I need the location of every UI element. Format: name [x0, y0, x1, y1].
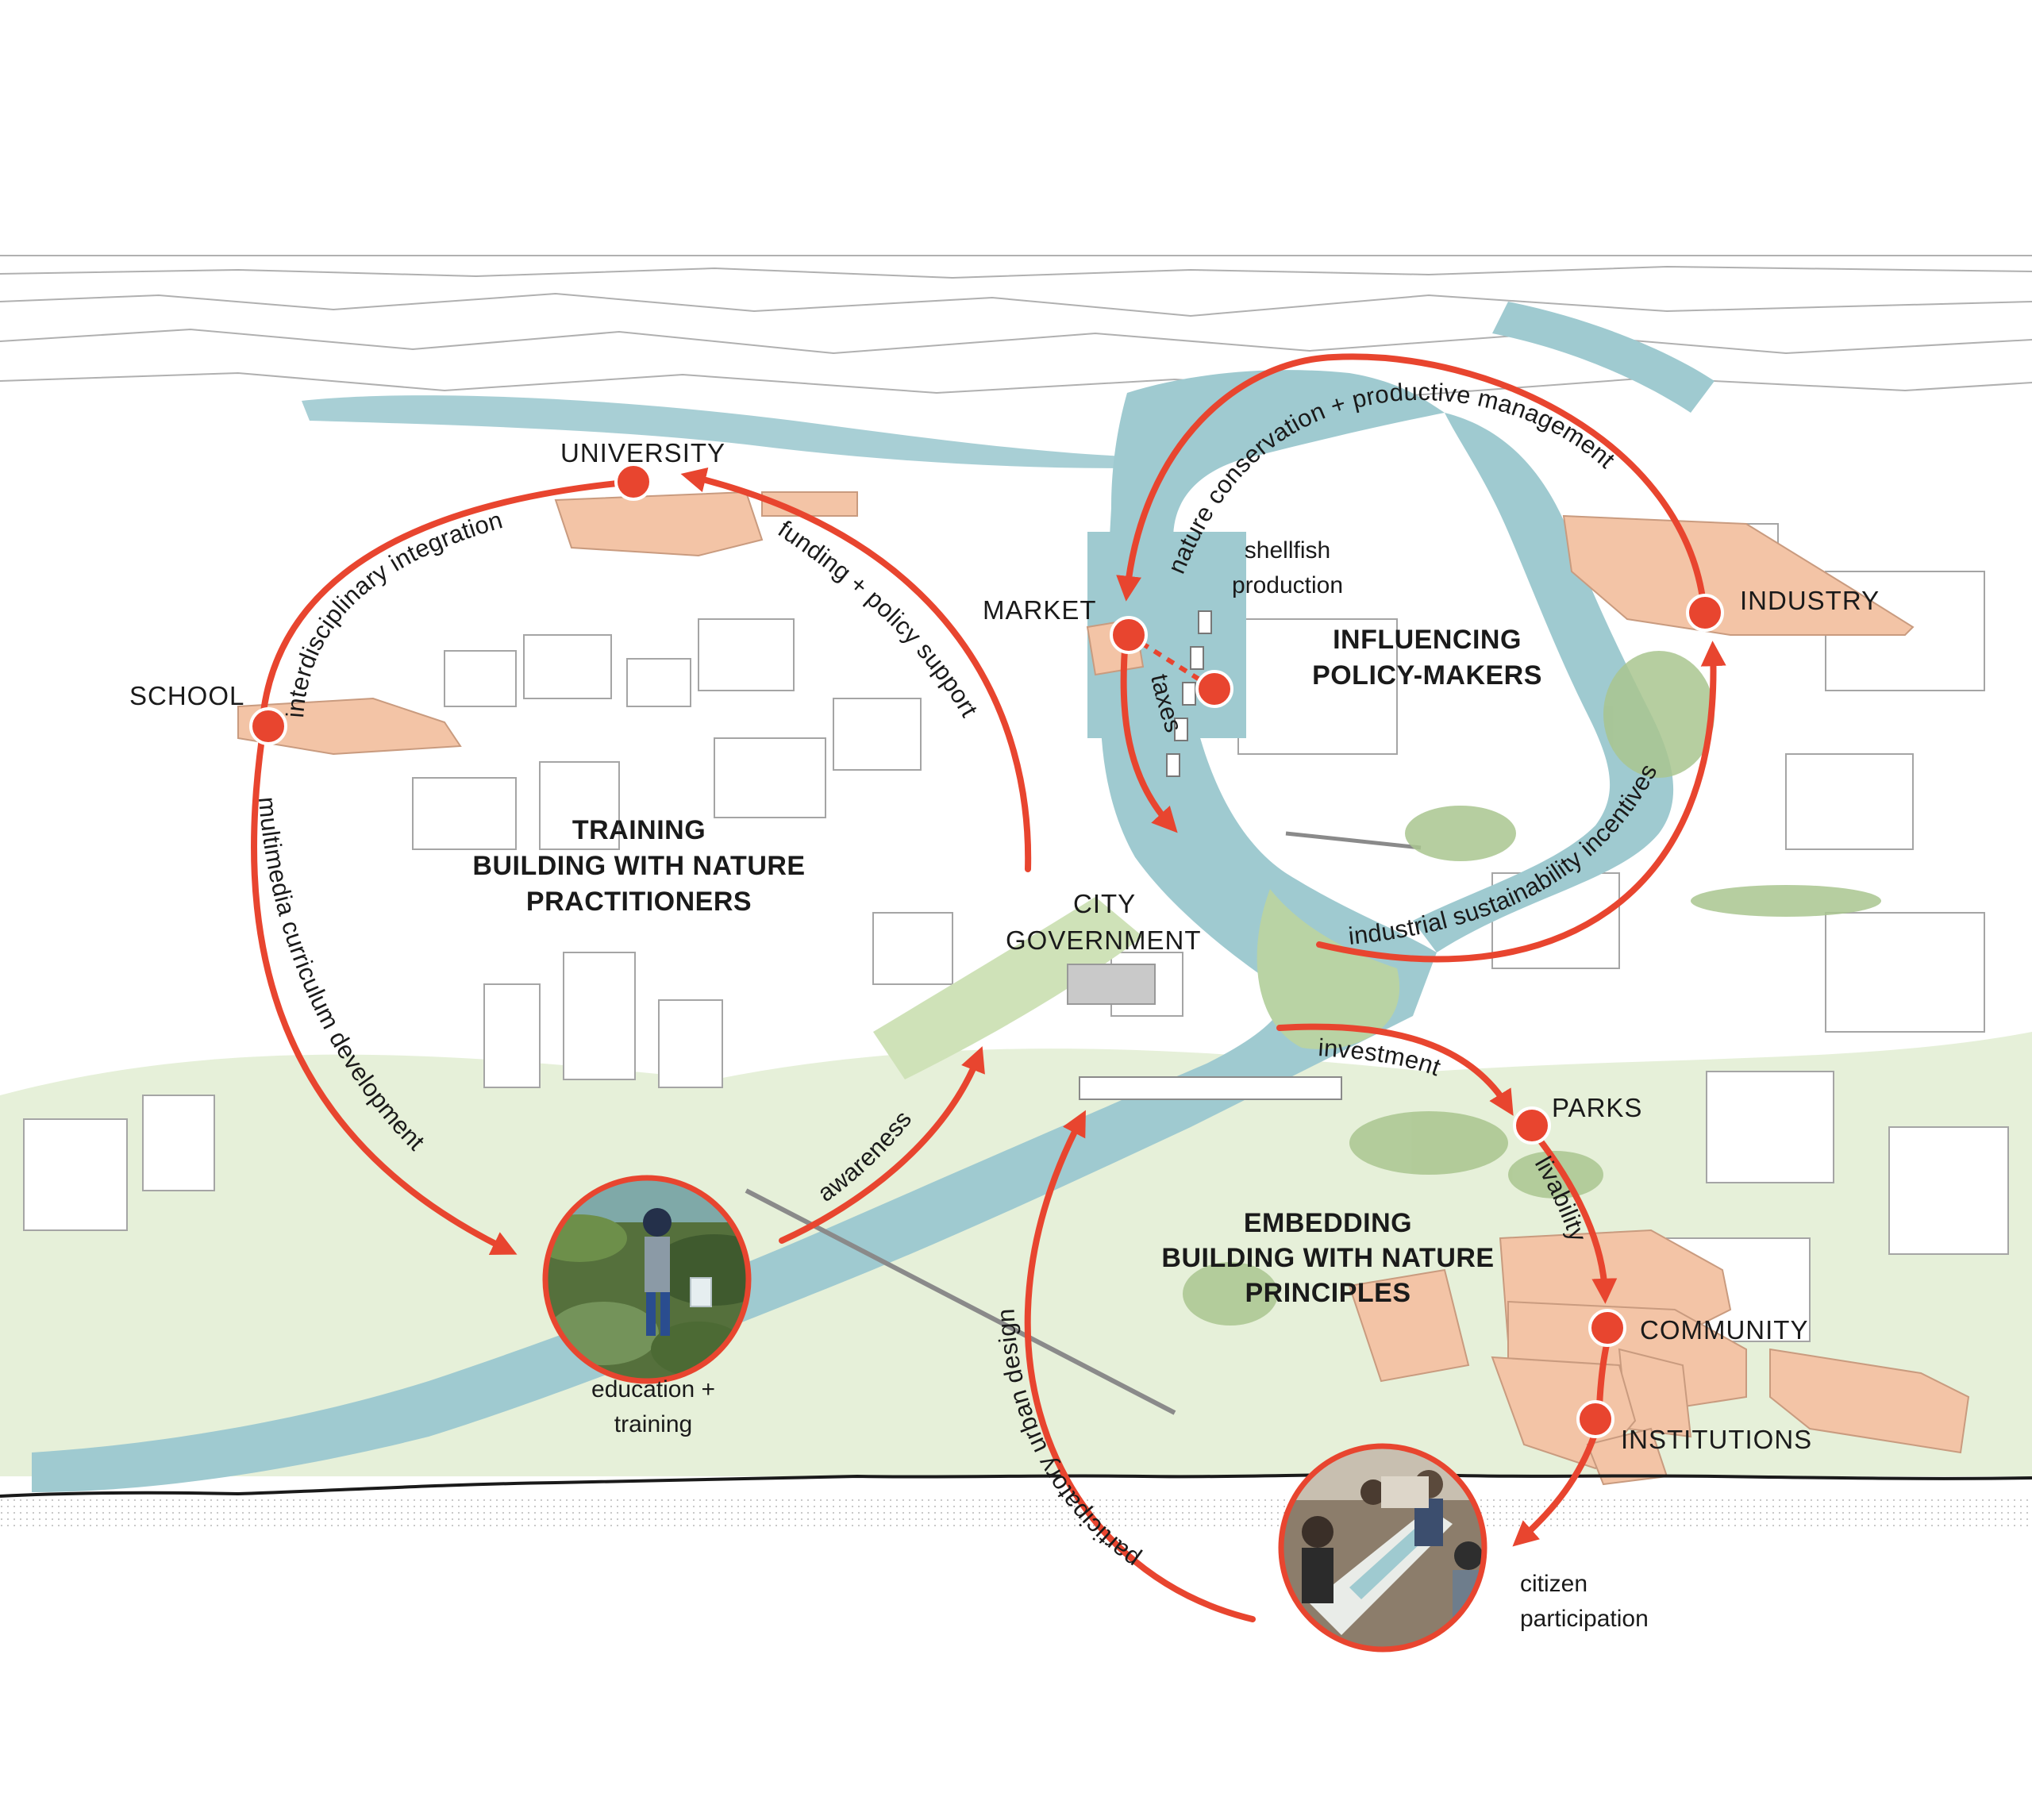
shellfish-node [1195, 670, 1233, 708]
market-label: MARKET [983, 595, 1097, 625]
city-label-line1: CITY [1073, 889, 1136, 918]
education-caption-line2: training [614, 1411, 692, 1437]
school-label: SCHOOL [129, 681, 244, 710]
education-caption-line1: education + [591, 1376, 715, 1403]
arc-funding [680, 467, 1032, 872]
industry-node [1686, 594, 1724, 632]
zone-training-line2: BUILDING WITH NATURE [472, 851, 805, 881]
school-buildings [237, 697, 462, 756]
arc-nature-conservation [1116, 353, 1707, 606]
zone-embedding-line3: PRINCIPLES [1245, 1278, 1410, 1308]
arc-industrial [1316, 641, 1726, 963]
riverbank-island [1257, 889, 1400, 1049]
city-label-line2: GOVERNMENT [1006, 925, 1202, 955]
community-buildings [1348, 1268, 1470, 1383]
node-dots [249, 463, 1724, 1438]
university-buildings [554, 491, 764, 557]
horizon-lines [0, 255, 2032, 397]
arc-institutions-citizen [1512, 1433, 1597, 1547]
arc-awareness [779, 1046, 985, 1244]
tributary-east [1492, 302, 1714, 413]
institutions-label: INSTITUTIONS [1621, 1425, 1812, 1454]
flow-arcs [251, 353, 1726, 1622]
riverbank-west [873, 897, 1143, 1079]
far-water [302, 395, 1127, 468]
river-east-branch [1413, 413, 1674, 952]
zone-embedding-line1: EMBEDDING [1244, 1208, 1412, 1238]
school-node [249, 707, 287, 745]
parks-label: PARKS [1552, 1093, 1642, 1122]
market-node [1110, 616, 1148, 654]
tree-clusters [1183, 651, 1881, 1326]
arc-multimedia [251, 735, 518, 1256]
citizen-participation-photo [1278, 1443, 1487, 1653]
zone-influencing-line1: INFLUENCING [1333, 625, 1522, 655]
university-node [614, 463, 652, 501]
zone-training-line3: PRACTITIONERS [526, 887, 752, 917]
arc-livability [1533, 1132, 1618, 1304]
arc-interdisciplinary [259, 479, 637, 729]
university-label: UNIVERSITY [560, 438, 725, 468]
institutions-node [1576, 1400, 1614, 1438]
flow-funding: funding + policy support [773, 515, 983, 722]
arc-participatory [1024, 1110, 1256, 1622]
arc-investment [1276, 1023, 1514, 1116]
zone-training-line1: TRAINING [572, 815, 706, 845]
citizen-caption-line2: participation [1520, 1606, 1649, 1632]
community-node [1588, 1309, 1626, 1347]
ground-section [0, 1472, 2032, 1498]
industry-label: INDUSTRY [1740, 586, 1880, 615]
education-photo [542, 1175, 752, 1384]
zone-embedding-line2: BUILDING WITH NATURE [1161, 1243, 1494, 1273]
bridges [745, 831, 1422, 1415]
soil-section [0, 1497, 2032, 1529]
shellfish-line1: shellfish [1245, 537, 1330, 564]
community-label: COMMUNITY [1640, 1315, 1808, 1345]
zone-influencing-line2: POLICY-MAKERS [1312, 660, 1542, 691]
arc-taxes [1120, 636, 1178, 833]
citizen-caption-line1: citizen [1520, 1571, 1588, 1597]
industry-buildings [1562, 514, 1915, 636]
city-government-building [1067, 964, 1156, 1005]
parks-node [1513, 1106, 1551, 1145]
shellfish-line2: production [1232, 572, 1343, 598]
highlight-buildings [237, 491, 1970, 1486]
